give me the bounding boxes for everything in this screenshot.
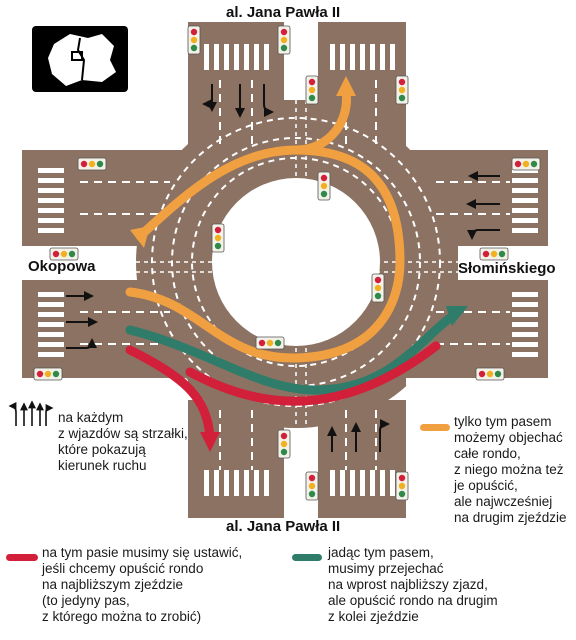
red-lane-path-2 <box>185 341 441 406</box>
legend-orange-swatch <box>420 424 450 431</box>
green-arrow-head <box>446 306 468 326</box>
direction-arrows <box>66 84 500 452</box>
street-label-west: Okopowa <box>28 258 96 275</box>
direction-arrows-icon <box>8 400 54 426</box>
warsaw-map-icon <box>32 26 128 92</box>
legend-arrows-text: na każdym z wjazdów są strzałki, które p… <box>58 410 188 473</box>
legend-green-text: jadąc tym pasem, musimy przejechać na wp… <box>328 545 498 624</box>
orange-lane-exit <box>291 87 351 155</box>
orange-lane-path <box>125 145 405 363</box>
green-lane-path <box>125 313 455 395</box>
legend-green-swatch <box>292 554 322 561</box>
legend-red-text: na tym pasie musimy się ustawić, jeśli c… <box>42 545 243 624</box>
median-strips <box>0 0 576 518</box>
red-lane-path <box>125 345 215 441</box>
orange-arrow-head <box>130 226 150 248</box>
orange-arrow-head-north <box>336 76 356 96</box>
street-label-east: Słomińskiego <box>458 260 556 277</box>
street-label-south: al. Jana Pawła II <box>226 518 341 535</box>
zebra-crossings <box>38 44 538 496</box>
street-label-north: al. Jana Pawła II <box>226 4 341 21</box>
red-arrow-head <box>200 432 220 452</box>
legend-orange-text: tylko tym pasem możemy objechać całe ron… <box>454 414 567 525</box>
legend-red-swatch <box>6 554 38 561</box>
